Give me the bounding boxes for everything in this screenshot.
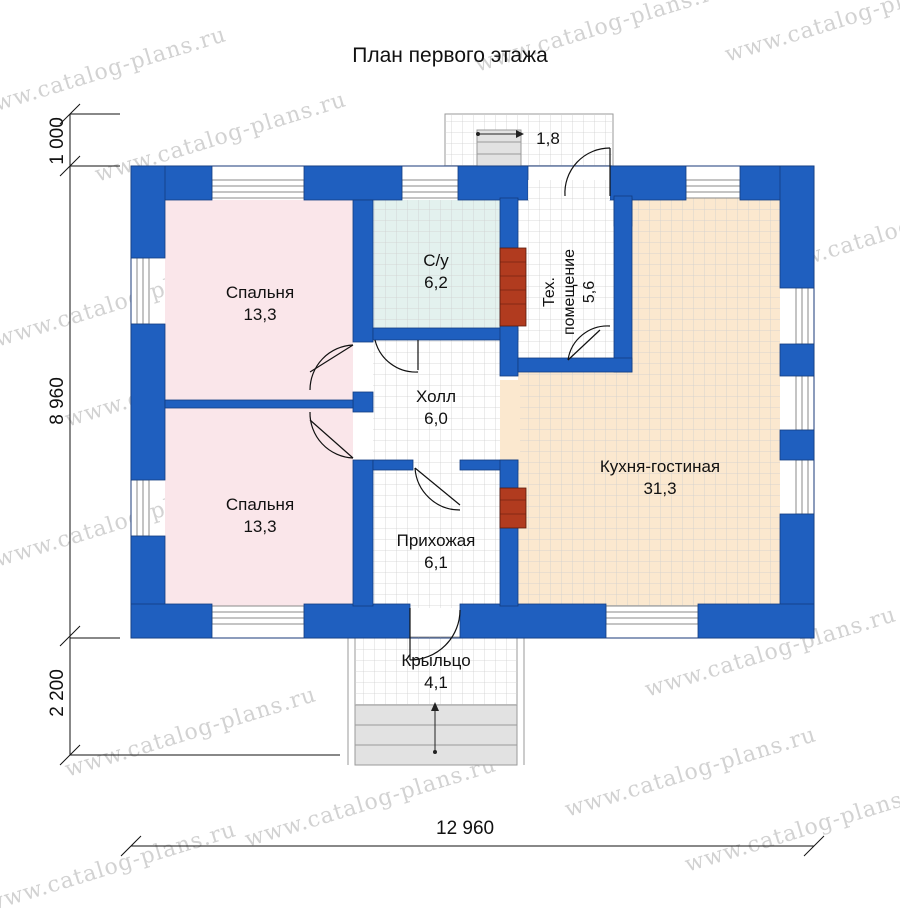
room-area: 13,3 — [243, 517, 277, 536]
room-entrance: Прихожая 6,1 — [376, 530, 496, 574]
room-area: 13,3 — [243, 305, 277, 324]
room-area: 6,1 — [424, 553, 448, 572]
porch-steps — [354, 704, 518, 766]
room-area: 31,3 — [643, 479, 677, 498]
room-name: С/у — [423, 251, 449, 270]
room-name: Прихожая — [396, 531, 476, 550]
rear-step-area: 1,8 — [536, 129, 560, 148]
hall-to-kitchen-floor — [500, 380, 520, 460]
rear-step-stair — [476, 129, 522, 167]
doors — [309, 147, 611, 661]
room-area: 6,2 — [424, 273, 448, 292]
room-name: Спальня — [225, 283, 295, 302]
room-bedroom-top: Спальня 13,3 — [190, 282, 330, 326]
kitchen-grid — [518, 198, 780, 606]
room-area: 5,6 — [581, 280, 598, 304]
room-area: 4,1 — [424, 673, 448, 692]
room-area: 6,0 — [424, 409, 448, 428]
dimension-bottom-offset: 2 200 — [47, 669, 68, 717]
room-name-line1: Тех. — [541, 277, 558, 307]
dimension-height: 8 960 — [47, 377, 68, 425]
entrance-grid — [373, 465, 500, 608]
bedroom-bottom-floor — [165, 408, 353, 606]
room-porch: Крыльцо 4,1 — [376, 650, 496, 694]
room-name: Кухня-гостиная — [599, 457, 721, 476]
room-bathroom: С/у 6,2 — [386, 250, 486, 294]
room-name: Крыльцо — [401, 651, 471, 670]
room-bedroom-bottom: Спальня 13,3 — [190, 494, 330, 538]
stove — [499, 247, 527, 529]
dimension-lines — [59, 103, 825, 857]
bathroom-grid — [373, 200, 500, 328]
room-name: Холл — [415, 387, 457, 406]
room-name-line2: помещение — [561, 249, 578, 336]
plan-title: План первого этажа — [352, 44, 548, 67]
bedroom-top-floor — [165, 200, 353, 400]
rear-step-grid — [445, 114, 613, 166]
porch-grid — [355, 637, 517, 705]
hall-grid — [373, 340, 500, 465]
dimension-width: 12 960 — [436, 818, 495, 839]
room-kitchen-living: Кухня-гостиная 31,3 — [560, 456, 760, 500]
walls — [130, 165, 815, 639]
room-name: Спальня — [225, 495, 295, 514]
dimension-top-offset: 1 000 — [47, 117, 68, 165]
room-tech: Тех. помещение 5,6 — [540, 222, 600, 362]
room-hall: Холл 6,0 — [386, 386, 486, 430]
